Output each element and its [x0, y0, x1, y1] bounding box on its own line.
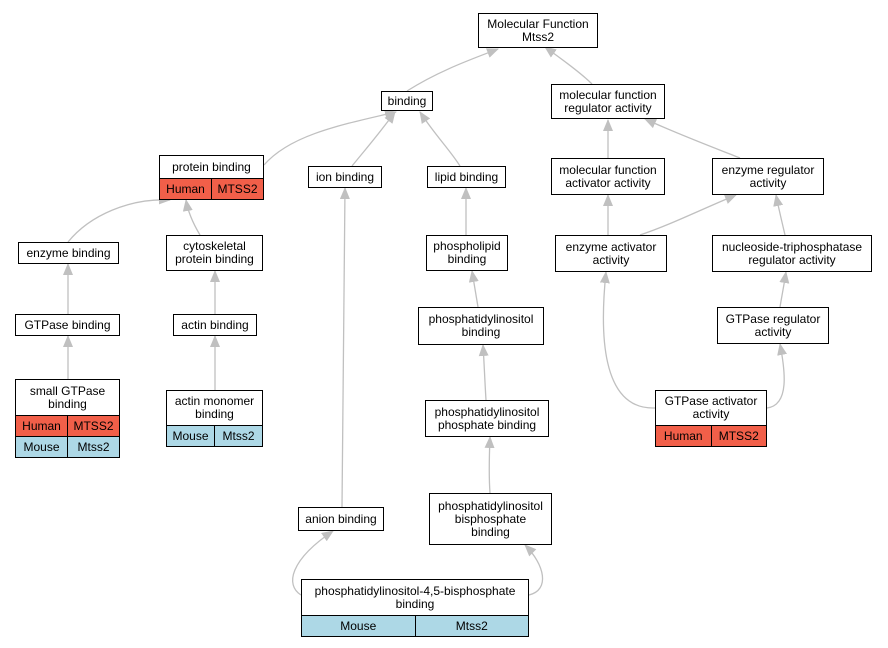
mouse-annotation-row: Mouse Mtss2: [302, 615, 528, 636]
is-a-edge-lipid-binding-to-binding: [419, 111, 461, 167]
go-term-label: phosphatidylinositol bisphosphate bindin…: [438, 498, 543, 539]
species-label: Mouse: [172, 429, 209, 443]
go-term-label: binding: [387, 93, 427, 108]
go-term-node-ntpase-regulator[interactable]: nucleoside-triphosphatase regulator acti…: [712, 235, 872, 272]
is-a-edge-gtpase-regulator-to-ntpase-regulator: [779, 271, 790, 308]
species-label: Human: [166, 182, 205, 196]
is-a-edge-enzyme-regulator-to-mf-regulator: [644, 118, 741, 159]
go-term-node-mf-activator[interactable]: molecular function activator activity: [551, 158, 665, 195]
go-term-label: actin binding: [181, 317, 249, 332]
go-term-label: phospholipid binding: [433, 239, 501, 266]
go-term-label: actin monomer binding: [174, 394, 255, 421]
go-term-node-pip2-binding[interactable]: phosphatidylinositol bisphosphate bindin…: [429, 493, 552, 545]
go-term-label: Molecular Function Mtss2: [487, 16, 589, 44]
go-term-node-enzyme-binding[interactable]: enzyme binding: [18, 242, 119, 264]
go-term-node-pi45p2-binding[interactable]: phosphatidylinositol-4,5-bisphosphate bi…: [301, 579, 529, 637]
go-term-label: molecular function activator activity: [559, 162, 657, 190]
go-term-label: protein binding: [172, 159, 251, 174]
is-a-edge-gtpase-activator-to-enzyme-activator: [599, 271, 656, 409]
go-term-node-mf-root[interactable]: Molecular Function Mtss2: [478, 13, 598, 48]
go-term-label: enzyme regulator activity: [721, 162, 815, 190]
go-term-node-pip-binding[interactable]: phosphatidylinositol phosphate binding: [425, 400, 549, 437]
mouse-annotation-row: Mouse Mtss2: [167, 425, 262, 446]
is-a-edge-pi45p2-binding-to-pip2-binding: [524, 544, 544, 596]
species-label: Mouse: [340, 619, 377, 633]
is-a-edge-mf-regulator-to-mf-root: [544, 46, 593, 85]
species-label: Human: [663, 429, 703, 443]
is-a-edge-ntpase-regulator-to-enzyme-regulator: [773, 194, 786, 236]
go-term-label: phosphatidylinositol-4,5-bisphosphate bi…: [314, 583, 516, 611]
is-a-edge-cytoskeletal-binding-to-protein-binding: [182, 199, 201, 236]
is-a-edge-pi-binding-to-phospholipid-binding: [468, 270, 479, 308]
go-term-label: small GTPase binding: [29, 383, 106, 411]
is-a-edge-enzyme-activator-to-enzyme-regulator: [639, 194, 737, 236]
go-term-label: phosphatidylinositol binding: [428, 312, 534, 339]
is-a-edge-gtpase-activator-to-gtpase-regulator: [766, 343, 787, 409]
human-annotation-row: Human MTSS2: [656, 425, 766, 446]
go-term-label: GTPase binding: [24, 317, 111, 332]
is-a-edge-anion-binding-to-ion-binding: [339, 187, 350, 508]
go-term-node-lipid-binding[interactable]: lipid binding: [427, 166, 506, 188]
gene-label: Mtss2: [67, 437, 119, 457]
go-term-label: GTPase regulator activity: [725, 311, 821, 339]
go-term-node-phospholipid-binding[interactable]: phospholipid binding: [426, 235, 508, 271]
gene-label: MTSS2: [211, 179, 263, 199]
go-term-node-ion-binding[interactable]: ion binding: [308, 166, 382, 188]
gene-label: MTSS2: [710, 426, 767, 446]
human-annotation-row: Human MTSS2: [16, 415, 119, 436]
go-term-node-cytoskeletal-binding[interactable]: cytoskeletal protein binding: [166, 235, 263, 271]
go-term-node-enzyme-activator[interactable]: enzyme activator activity: [555, 235, 667, 272]
go-term-node-actin-binding[interactable]: actin binding: [173, 314, 257, 336]
mouse-annotation-row: Mouse Mtss2: [16, 436, 119, 457]
go-term-node-anion-binding[interactable]: anion binding: [298, 507, 384, 531]
is-a-edge-pi45p2-binding-to-anion-binding: [292, 530, 334, 596]
go-term-label: enzyme binding: [26, 245, 111, 260]
go-term-label: nucleoside-triphosphatase regulator acti…: [721, 239, 863, 267]
go-term-node-pi-binding[interactable]: phosphatidylinositol binding: [418, 307, 544, 345]
is-a-edge-pip-binding-to-pi-binding: [478, 344, 489, 401]
go-term-label: ion binding: [315, 169, 375, 184]
is-a-edge-ion-binding-to-binding: [351, 111, 396, 167]
is-a-edge-protein-binding-to-binding: [263, 109, 397, 166]
is-a-edge-enzyme-binding-to-protein-binding: [67, 194, 171, 243]
gene-label: Mtss2: [414, 616, 529, 636]
is-a-edge-binding-to-mf-root: [406, 48, 499, 92]
go-term-label: anion binding: [305, 511, 377, 526]
go-term-node-gtpase-regulator[interactable]: GTPase regulator activity: [717, 307, 829, 344]
go-term-label: phosphatidylinositol phosphate binding: [434, 404, 540, 432]
species-label: Mouse: [23, 440, 60, 454]
species-label: Human: [22, 419, 61, 433]
go-term-node-binding[interactable]: binding: [381, 91, 433, 111]
go-term-label: GTPase activator activity: [664, 394, 758, 421]
gene-label: Mtss2: [214, 426, 262, 446]
go-term-label: enzyme activator activity: [565, 239, 657, 267]
gene-label: MTSS2: [67, 416, 119, 436]
go-term-node-mf-regulator[interactable]: molecular function regulator activity: [551, 84, 665, 119]
go-term-label: molecular function regulator activity: [559, 87, 657, 115]
human-annotation-row: Human MTSS2: [160, 178, 263, 199]
go-term-label: lipid binding: [434, 169, 499, 184]
go-term-node-gtpase-binding[interactable]: GTPase binding: [15, 314, 120, 336]
go-term-node-enzyme-regulator[interactable]: enzyme regulator activity: [712, 158, 824, 195]
is-a-edge-pip2-binding-to-pip-binding: [484, 436, 495, 494]
go-term-label: cytoskeletal protein binding: [175, 239, 254, 266]
